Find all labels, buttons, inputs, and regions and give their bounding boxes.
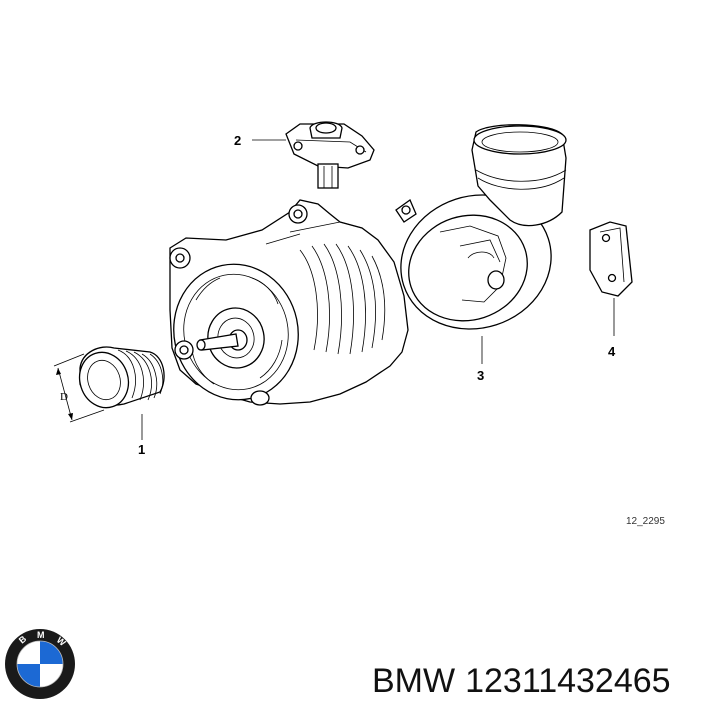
- svg-text:B: B: [17, 633, 29, 645]
- callout-1: 1: [138, 442, 145, 457]
- part-1-bushing: [78, 346, 165, 409]
- part-4-bracket: [589, 221, 633, 297]
- part-number: 12311432465: [465, 662, 671, 700]
- dimension-label-d: D: [60, 391, 68, 403]
- callout-3: 3: [477, 368, 484, 383]
- brand-name: BMW: [372, 662, 456, 700]
- part-2-regulator: [285, 121, 375, 189]
- alternator: [169, 199, 409, 406]
- callout-4: 4: [608, 344, 616, 359]
- part-3-cover: [395, 124, 567, 330]
- diagram-id: 12_2295: [626, 516, 665, 527]
- dimension-d: D: [53, 353, 105, 423]
- svg-text:M: M: [37, 630, 45, 640]
- callout-2: 2: [234, 133, 241, 148]
- bmw-logo: B M W: [5, 629, 75, 699]
